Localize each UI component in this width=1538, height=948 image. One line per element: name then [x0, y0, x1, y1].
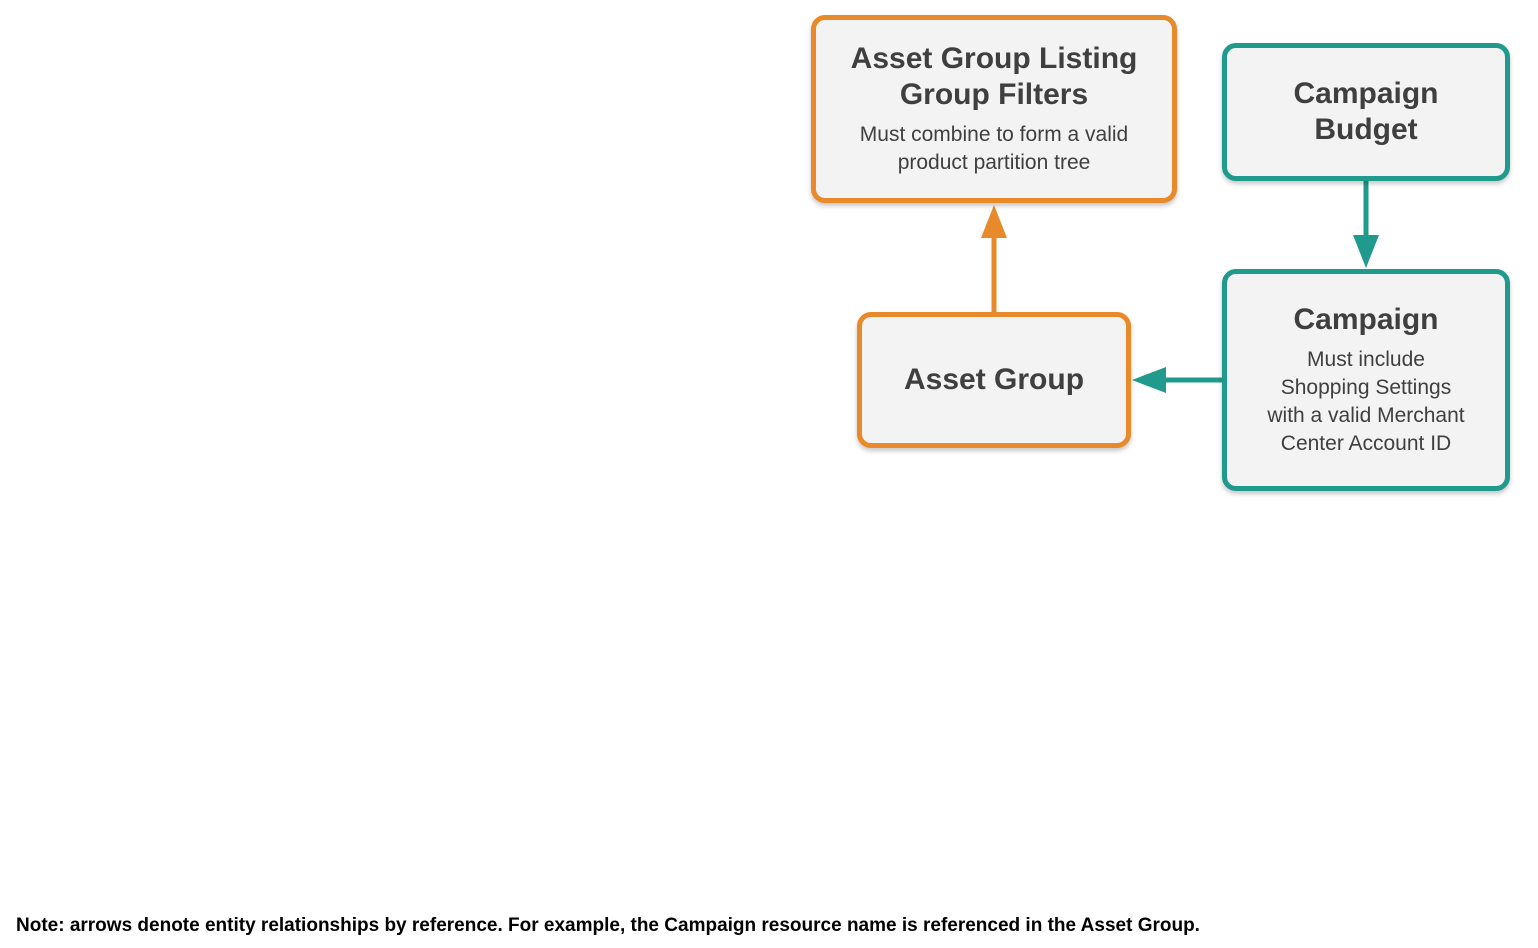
node-title: Campaign Budget [1293, 77, 1439, 146]
node-asset-group-listing-group-filters: Asset Group Listing Group Filters Must c… [811, 15, 1177, 203]
node-title: Campaign [1293, 303, 1439, 336]
edge-budget-to-campaign [1353, 181, 1379, 268]
edge-asset-group-to-listing-filters [981, 205, 1007, 312]
node-description: Must include Shopping Settings with a va… [1267, 348, 1465, 455]
node-description: Must combine to form a valid product par… [859, 123, 1129, 174]
node-campaign: Campaign Must include Shopping Settings … [1222, 269, 1510, 491]
node-asset-group: Asset Group [857, 312, 1131, 448]
footnote: Note: arrows denote entity relationships… [16, 915, 1200, 936]
node-title: Asset Group [903, 363, 1085, 396]
node-campaign-budget: Campaign Budget [1222, 43, 1510, 181]
arrowhead-up [981, 205, 1007, 238]
arrowhead-down [1353, 235, 1379, 268]
node-title: Asset Group Listing Group Filters [850, 42, 1138, 111]
arrowhead-left [1132, 367, 1166, 393]
edge-campaign-to-asset-group [1132, 367, 1222, 393]
